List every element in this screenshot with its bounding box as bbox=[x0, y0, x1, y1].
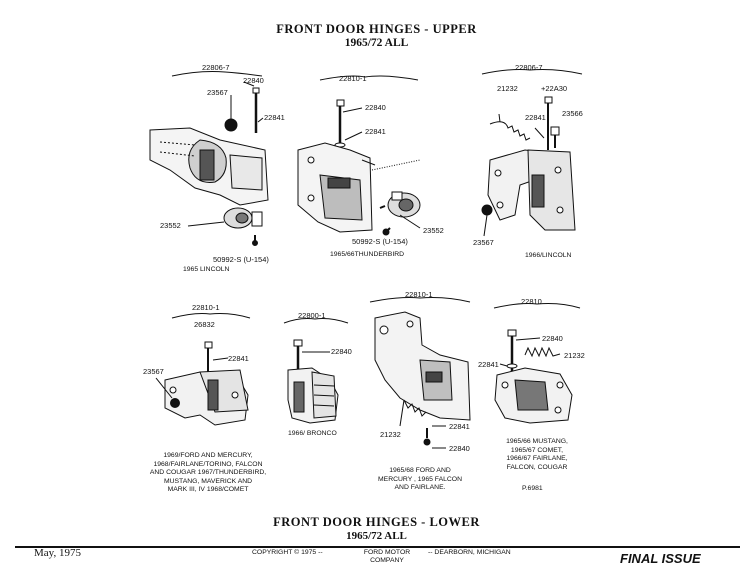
footer-company-line-2: COMPANY bbox=[370, 557, 404, 564]
fig7-caption: 1965/66 MUSTANG, 1965/67 COMET, 1966/67 … bbox=[478, 438, 596, 472]
fig3-assembly-number: 22806-7 bbox=[515, 63, 543, 72]
fig6-part-22840: 22840 bbox=[449, 444, 470, 453]
fig1-part-23552: 23552 bbox=[160, 221, 181, 230]
fig3-caption: 1966/LINCOLN bbox=[525, 252, 572, 259]
fig1-brace bbox=[171, 71, 263, 77]
fig6-brace bbox=[369, 297, 471, 303]
fig3-part-22a30: +22A30 bbox=[541, 84, 568, 93]
fig6-assembly-number: 22810-1 bbox=[405, 290, 433, 299]
footer-company-line-1: FORD MOTOR bbox=[363, 549, 411, 556]
page-subtitle: 1965/72 ALL bbox=[344, 37, 409, 49]
page-title: FRONT DOOR HINGES - UPPER bbox=[276, 22, 477, 36]
fig4-caption-line-3: AND COUGAR 1967/THUNDERBIRD, bbox=[149, 469, 267, 476]
footer-company: FORD MOTOR COMPANY bbox=[357, 549, 417, 565]
fig7-caption-line-1: 1965/66 MUSTANG, bbox=[506, 438, 568, 445]
fig6-caption-line-1: 1965/68 FORD AND bbox=[389, 467, 451, 474]
fig4-assembly-number: 22810-1 bbox=[192, 303, 220, 312]
fig2-brace bbox=[319, 75, 419, 81]
fig7-part-22841: 22841 bbox=[478, 360, 499, 369]
fig5-caption: 1966/ BRONCO bbox=[288, 430, 337, 437]
fig6-caption: 1965/68 FORD AND MERCURY , 1965 FALCON A… bbox=[360, 467, 480, 493]
fig1-assembly-number: 22806-7 bbox=[202, 63, 230, 72]
fig7-caption-line-3: 1966/67 FAIRLANE, bbox=[506, 455, 568, 462]
fig4-caption-line-1: 1969/FORD AND MERCURY, bbox=[163, 452, 253, 459]
fig2-part-23552: 23552 bbox=[423, 226, 444, 235]
fig2-part-22840: 22840 bbox=[365, 103, 386, 112]
lower-section-subtitle: 1965/72 ALL bbox=[346, 530, 407, 542]
fig3-part-23567: 23567 bbox=[473, 238, 494, 247]
fig4-caption: 1969/FORD AND MERCURY, 1968/FAIRLANE/TOR… bbox=[138, 452, 278, 495]
fig6-caption-line-2: MERCURY , 1965 FALCON bbox=[378, 475, 462, 483]
fig7-part-22840: 22840 bbox=[542, 334, 563, 343]
fig7-assembly-number: 22810 bbox=[521, 297, 542, 306]
fig7-part-21232: 21232 bbox=[564, 351, 585, 360]
fig1-part-50992: 50992-S (U-154) bbox=[213, 255, 269, 264]
fig7-brace bbox=[493, 303, 581, 309]
fig4-caption-line-5: MARK III, IV 1968/COMET bbox=[167, 486, 249, 493]
fig6-part-22841: 22841 bbox=[449, 422, 470, 431]
fig4-brace bbox=[171, 313, 251, 319]
fig5-brace bbox=[283, 318, 349, 324]
fig3-part-23566: 23566 bbox=[562, 109, 583, 118]
fig4-part-23567: 23567 bbox=[143, 367, 164, 376]
footer-date: May, 1975 bbox=[34, 547, 81, 559]
fig7-page-ref: P.6981 bbox=[522, 485, 543, 492]
fig4-caption-line-2: 1968/FAIRLANE/TORINO, FALCON bbox=[153, 460, 263, 468]
fig5-part-22840: 22840 bbox=[331, 347, 352, 356]
fig6-part-21232: 21232 bbox=[380, 430, 401, 439]
fig2-part-22841: 22841 bbox=[365, 127, 386, 136]
fig3-brace bbox=[481, 69, 583, 75]
fig5-assembly-number: 22800-1 bbox=[298, 311, 326, 320]
fig7-caption-line-4: FALCON, COUGAR bbox=[506, 463, 568, 471]
fig1-caption: 1965 LINCOLN bbox=[183, 266, 230, 273]
fig1-part-22840: 22840 bbox=[243, 76, 264, 85]
fig6-caption-line-3: AND FAIRLANE. bbox=[394, 484, 446, 491]
fig4-part-22841: 22841 bbox=[228, 354, 249, 363]
footer-status: FINAL ISSUE bbox=[620, 551, 701, 566]
fig2-assembly-number: 22810-1 bbox=[339, 74, 367, 83]
fig3-part-22841: 22841 bbox=[525, 113, 546, 122]
fig2-part-50992: 50992-S (U-154) bbox=[352, 237, 408, 246]
fig4-part-26832: 26832 bbox=[194, 320, 215, 329]
lower-section-title: FRONT DOOR HINGES - LOWER bbox=[273, 515, 480, 529]
fig2-caption: 1965/66THUNDERBIRD bbox=[330, 251, 405, 258]
fig4-caption-line-4: MUSTANG, MAVERICK AND bbox=[163, 477, 253, 485]
fig1-part-22841: 22841 bbox=[264, 113, 285, 122]
fig3-part-21232: 21232 bbox=[497, 84, 518, 93]
footer-copyright: COPYRIGHT © 1975 -- bbox=[252, 549, 323, 556]
footer-location: -- DEARBORN, MICHIGAN bbox=[428, 549, 511, 556]
fig1-part-23567: 23567 bbox=[207, 88, 228, 97]
fig7-caption-line-2: 1965/67 COMET, bbox=[510, 446, 564, 454]
